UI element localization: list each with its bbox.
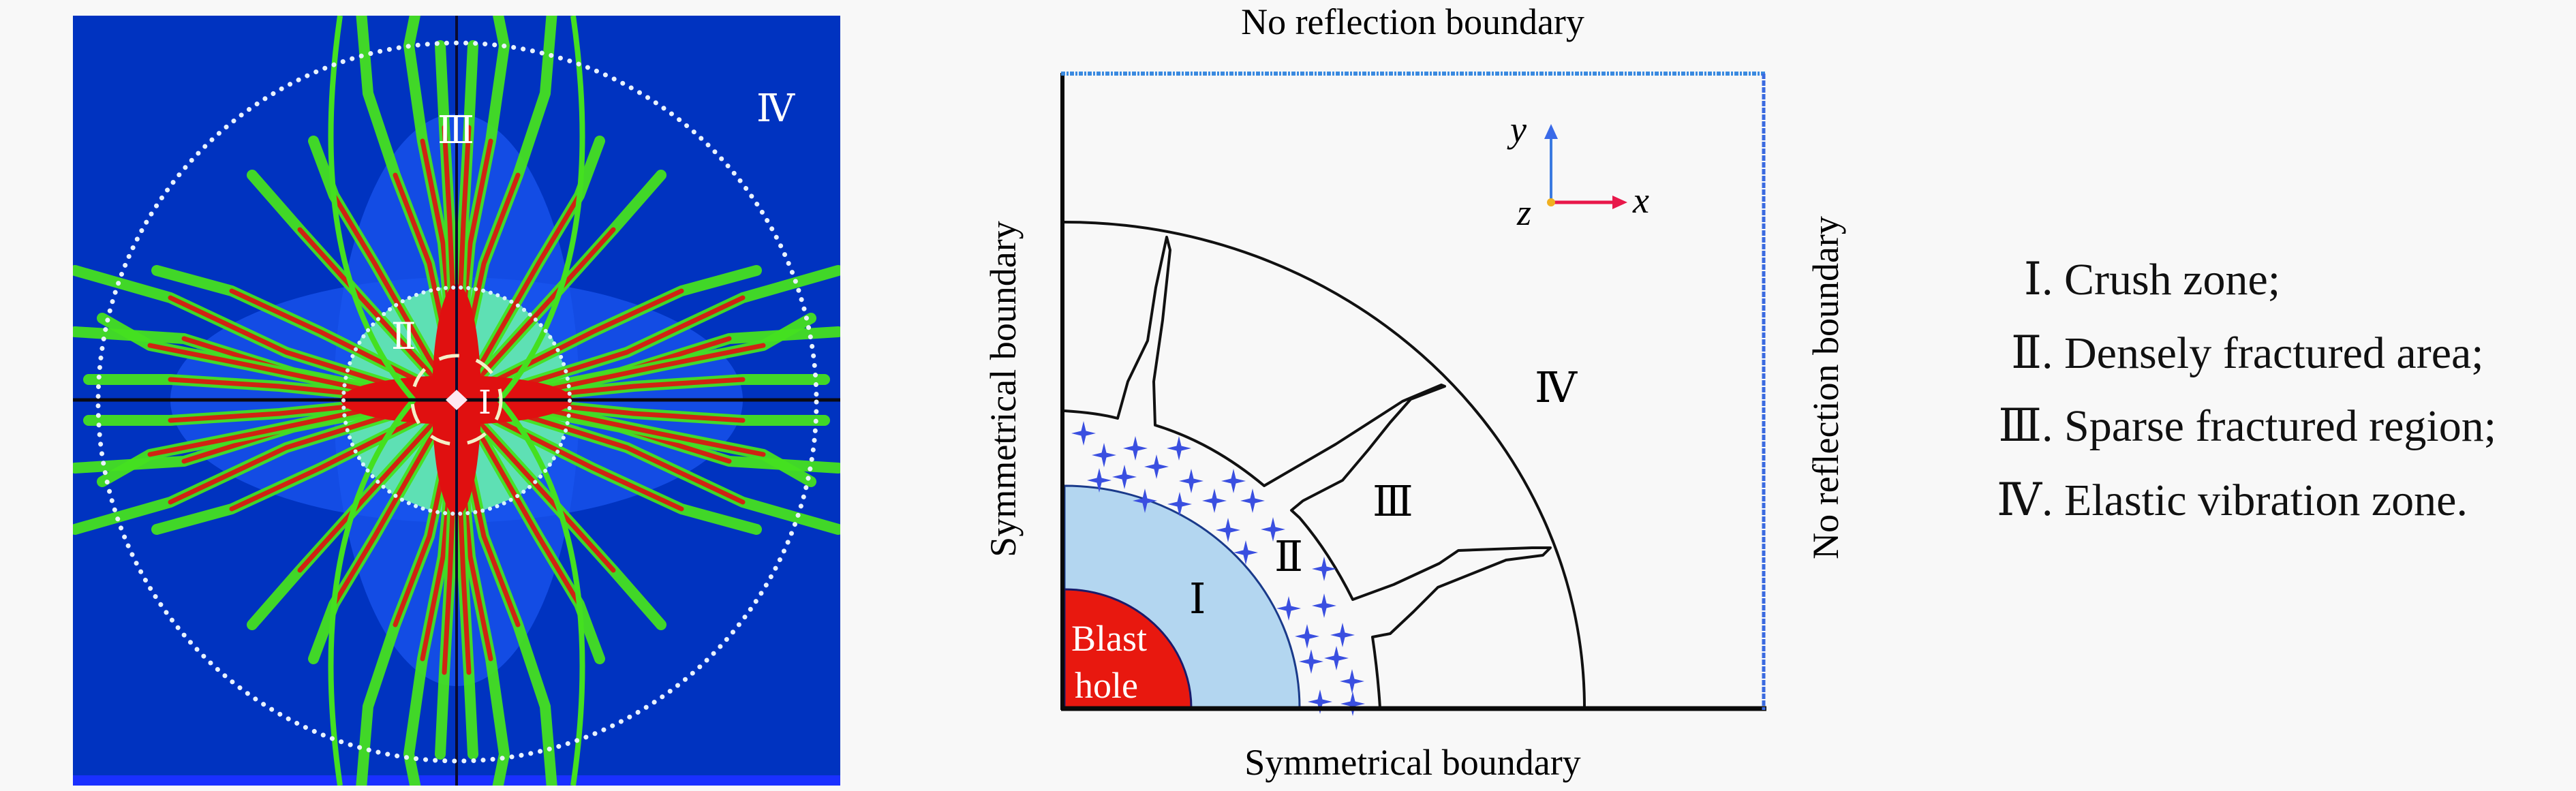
x-axis-label: x	[1632, 180, 1649, 221]
fracture-star-mark	[1240, 488, 1265, 513]
right-boundary-label: No reflection boundary	[1805, 216, 1846, 559]
zone-iii-outer-boundary	[1064, 221, 1586, 709]
fracture-star-mark	[1261, 517, 1285, 542]
fracture-star-mark	[1295, 624, 1319, 649]
x-axis-arrowhead	[1612, 196, 1627, 209]
fracture-star-mark	[1092, 443, 1116, 467]
fracture-star-mark	[1340, 692, 1365, 716]
left-zone-label-iii: Ⅲ	[438, 110, 474, 152]
legend-numeral: Ⅳ	[1997, 476, 2042, 525]
fracture-star-mark	[1330, 623, 1355, 647]
schematic-zone-label-iv: Ⅳ	[1535, 365, 1578, 412]
legend-numeral: Ⅱ	[2011, 328, 2042, 378]
legend-text: . Crush zone;	[2042, 255, 2281, 305]
legend-item-densely-fractured: Ⅱ. Densely fractured area;	[1989, 328, 2484, 378]
legend-text: . Sparse fractured region;	[2042, 401, 2497, 451]
blast-hole-center	[446, 390, 467, 410]
fracture-star-mark	[1221, 469, 1246, 493]
left-zone-label-iv: Ⅳ	[756, 88, 795, 130]
fracture-star-mark	[1312, 557, 1336, 581]
fracture-pattern	[73, 16, 840, 786]
blast-hole-fill	[1063, 588, 1193, 709]
fracture-star-mark	[1276, 596, 1301, 621]
schematic-zone-label-ii: Ⅱ	[1274, 534, 1303, 580]
fracture-star-mark	[1179, 469, 1203, 493]
left-zone-label-i: Ⅰ	[478, 385, 491, 421]
fracture-star-mark	[1308, 689, 1332, 714]
coordinate-axes: y x z	[1507, 109, 1649, 233]
legend-item-crush-zone: Ⅰ. Crush zone;	[1989, 258, 2280, 303]
fracture-marks	[1071, 421, 1365, 716]
legend-text: . Elastic vibration zone.	[2042, 476, 2468, 525]
fracture-star-mark	[1087, 468, 1111, 493]
crush-zone-boundary-dashed	[410, 354, 503, 446]
bottom-boundary-label: Symmetrical boundary	[1244, 742, 1580, 783]
zone-ii-boundary-dotted	[341, 285, 572, 516]
blast-hole-label-line2: hole	[1075, 665, 1138, 706]
top-boundary-label: No reflection boundary	[1241, 1, 1584, 42]
zone-iii-boundary-dotted	[95, 40, 819, 764]
fracture-star-mark	[1167, 492, 1192, 516]
fracture-star-mark	[1133, 488, 1157, 513]
fracture-star-mark	[1216, 518, 1240, 542]
y-axis-arrowhead	[1544, 124, 1558, 139]
fracture-star-mark	[1167, 436, 1191, 461]
fracture-star-mark	[1071, 421, 1096, 446]
y-axis-label: y	[1507, 109, 1527, 150]
blast-hole-label-line1: Blast	[1071, 618, 1147, 659]
zone-ii-outer-boundary	[1064, 236, 1552, 709]
zone-shapes	[1063, 221, 1586, 709]
fracture-star-mark	[1233, 540, 1258, 565]
left-boundary-label: Symmetrical boundary	[983, 221, 1024, 557]
legend-numeral: Ⅲ	[1998, 401, 2042, 451]
fracture-star-mark	[1340, 669, 1364, 694]
schematic-zone-label-i: Ⅰ	[1189, 576, 1206, 623]
fracture-star-mark	[1299, 649, 1323, 674]
origin-dot	[1547, 198, 1555, 206]
legend-text: . Densely fractured area;	[2042, 328, 2484, 378]
fracture-star-mark	[1144, 454, 1169, 479]
z-axis-label: z	[1516, 192, 1531, 233]
fracture-star-mark	[1123, 436, 1148, 461]
fracture-star-mark	[1324, 646, 1349, 670]
fracture-star-mark	[1202, 488, 1227, 513]
schematic-zone-label-iii: Ⅲ	[1373, 479, 1413, 525]
fracture-star-mark	[1312, 593, 1336, 618]
legend-item-sparse-fractured: Ⅲ. Sparse fractured region;	[1989, 404, 2496, 449]
fracture-star-mark	[1112, 465, 1137, 489]
legend-item-elastic-vibration: Ⅳ. Elastic vibration zone.	[1989, 478, 2468, 523]
left-zone-label-ii: Ⅱ	[391, 316, 416, 357]
legend-numeral: Ⅰ	[2023, 255, 2042, 305]
